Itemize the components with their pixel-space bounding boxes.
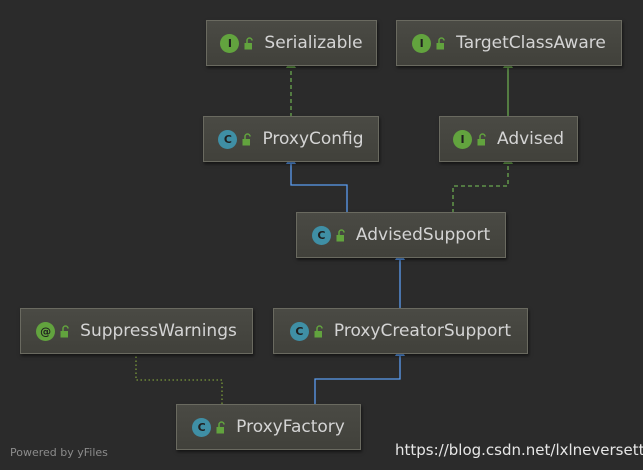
node-proxyfactory[interactable]: C ProxyFactory — [176, 404, 361, 450]
interface-icon: I — [412, 33, 432, 53]
lock-open-icon — [242, 132, 253, 146]
interface-icon: I — [220, 33, 240, 53]
class-icon: C — [311, 225, 331, 245]
node-proxyconfig[interactable]: C ProxyConfig — [203, 116, 379, 162]
class-icon: C — [289, 321, 309, 341]
node-label: ProxyConfig — [262, 129, 364, 149]
lock-open-icon — [314, 324, 325, 338]
node-advisedsupport[interactable]: C AdvisedSupport — [296, 212, 506, 258]
node-targetclassaware[interactable]: I TargetClassAware — [396, 20, 622, 66]
node-serializable[interactable]: I Serializable — [206, 20, 377, 66]
node-suppresswarnings[interactable]: @ SuppressWarnings — [20, 308, 253, 354]
powered-by-label: Powered by yFiles — [10, 446, 108, 459]
node-label: ProxyFactory — [236, 417, 345, 437]
edge-advisedsupport-proxyconfig — [286, 155, 348, 213]
watermark-url: https://blog.csdn.net/lxlneversettle — [395, 441, 643, 459]
class-icon: C — [192, 417, 212, 437]
node-label: TargetClassAware — [456, 33, 606, 53]
node-label: SuppressWarnings — [80, 321, 237, 341]
edge-advisedsupport-advised — [452, 155, 513, 213]
annotation-icon: @ — [36, 321, 56, 341]
edge-proxyfactory-suppresswarnings — [135, 354, 223, 404]
edge-proxyfactory-proxycreatorsupport — [314, 347, 405, 404]
lock-open-icon — [436, 36, 447, 50]
node-advised[interactable]: I Advised — [439, 116, 578, 162]
node-label: Serializable — [264, 33, 363, 53]
node-label: ProxyCreatorSupport — [333, 321, 512, 341]
class-icon: C — [218, 129, 238, 149]
node-label: AdvisedSupport — [355, 225, 491, 245]
node-proxycreatorsupport[interactable]: C ProxyCreatorSupport — [273, 308, 528, 354]
lock-open-icon — [336, 228, 347, 242]
lock-open-icon — [477, 132, 488, 146]
lock-open-icon — [244, 36, 255, 50]
node-label: Advised — [496, 129, 564, 149]
lock-open-icon — [60, 324, 71, 338]
interface-icon: I — [452, 129, 472, 149]
lock-open-icon — [216, 420, 227, 434]
